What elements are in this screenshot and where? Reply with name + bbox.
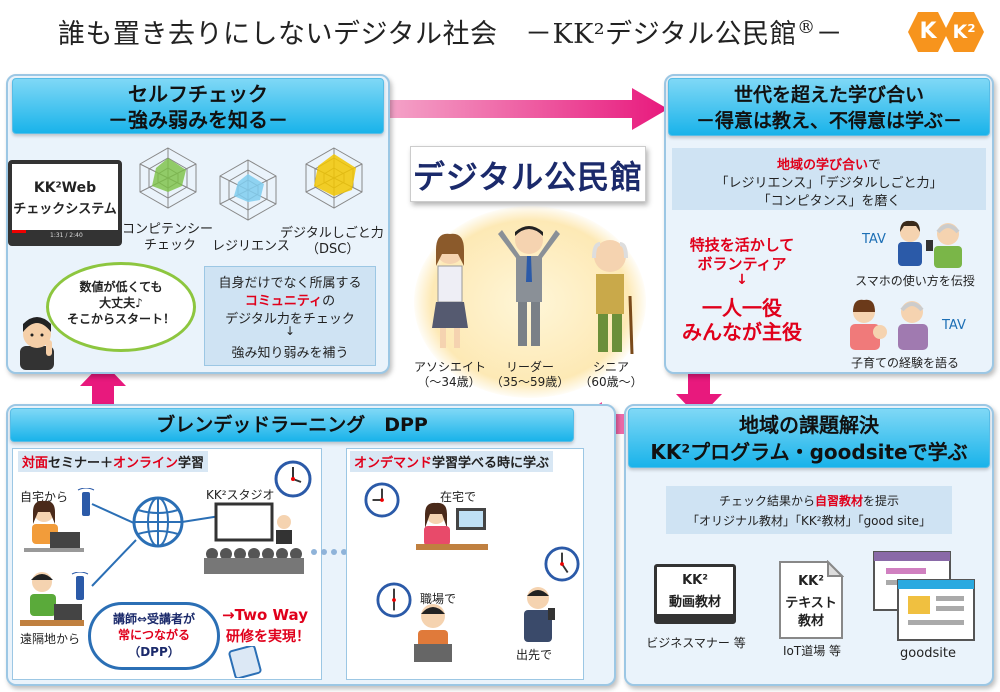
office-learner-illustration <box>414 604 452 662</box>
radar-chart-dsc <box>305 147 363 209</box>
tablet-icon <box>228 646 262 678</box>
video-material-icon: KK² 動画教材 <box>654 564 736 624</box>
worried-woman-illustration <box>20 317 54 370</box>
solution-info-box <box>666 486 952 534</box>
radar-chart-competency <box>139 147 197 209</box>
network-lines <box>91 503 221 587</box>
tav-label: TAV <box>862 232 886 247</box>
learning-line: 地域の学び合いで <box>776 158 882 173</box>
senior-illustration <box>592 240 634 355</box>
studio-illustration <box>204 502 304 574</box>
kk-logo: K K² <box>908 10 988 54</box>
remote-router-icon <box>71 572 89 600</box>
home-ondemand-illustration <box>416 502 488 550</box>
outside-learner-illustration <box>524 587 555 642</box>
registered-mark: ® <box>797 17 816 38</box>
community-info-box <box>204 266 376 366</box>
dpp-cloud-bubble <box>88 602 220 670</box>
generation-info-box <box>672 148 986 210</box>
page-title: 誰も置き去りにしないデジタル社会 －KK²デジタル公民館®－ <box>58 17 844 50</box>
center-title: デジタル公民館 <box>412 158 644 196</box>
solution-header: 地域の課題解決 KK²プログラム・goodsiteで学ぶ <box>628 408 990 468</box>
generation-header: 世代を超えた学び合い －得意は教え、不得意は学ぶ－ <box>668 78 990 136</box>
clock-icon-2 <box>544 546 580 582</box>
selfcheck-header: セルフチェック －強み弱みを知る－ <box>12 78 384 134</box>
logo-right-hex: K² <box>944 12 984 52</box>
home-learner-illustration <box>24 500 84 552</box>
on-demand-heading: オンデマンド学習学べる時に学ぶ <box>350 451 554 472</box>
tav-label-2: TAV <box>942 318 966 333</box>
clock-icon-1 <box>364 482 400 518</box>
blended-header: ブレンデッドラーニング DPP <box>10 408 574 442</box>
studio-clock-icon <box>274 460 312 498</box>
globe-icon <box>132 496 184 548</box>
remote-learner-illustration <box>20 572 84 626</box>
logo-left-hex: K <box>908 12 948 52</box>
self-study-line: チェック結果から自習教材を提示 <box>718 494 900 508</box>
associate-illustration <box>432 233 468 348</box>
play-progress <box>12 230 26 233</box>
radar-chart-resilience <box>219 159 277 221</box>
home-router-icon <box>77 488 95 516</box>
encourage-bubble <box>46 262 196 352</box>
goodsite-browser-icon <box>873 551 975 641</box>
arrow-right-top <box>388 88 668 130</box>
clock-icon-3 <box>376 582 412 618</box>
web-check-screen: KK²Web チェックシステム 1:31 / 2:40 <box>8 160 122 246</box>
face-online-heading: 対面セミナー＋オンライン学習 <box>18 451 209 472</box>
parenting-talk-illustration <box>850 299 928 350</box>
smartphone-teaching-illustration <box>898 220 962 268</box>
leader-illustration <box>498 226 560 346</box>
community-line: コミュニティの <box>244 294 336 309</box>
center-title-box <box>410 146 646 202</box>
text-material-icon <box>779 560 844 639</box>
video-controls[interactable]: 1:31 / 2:40 <box>12 230 118 242</box>
arrow-up-left <box>80 362 126 412</box>
